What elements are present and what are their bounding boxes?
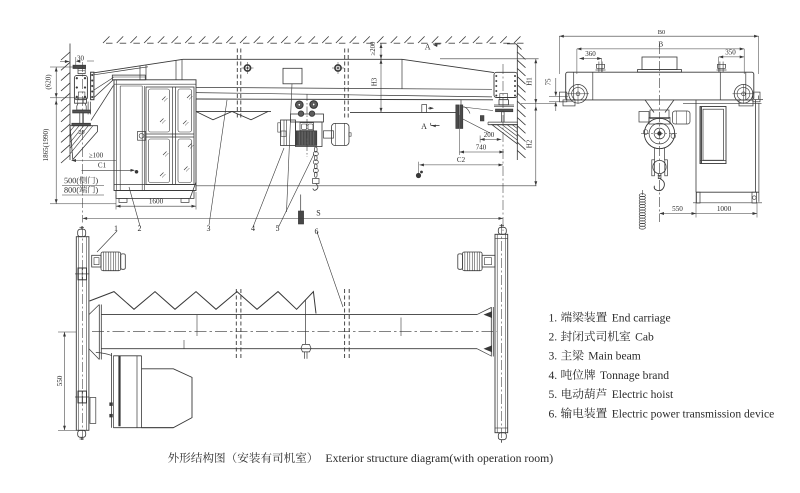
svg-text:1000: 1000 <box>717 205 732 213</box>
svg-text:30: 30 <box>77 55 85 63</box>
svg-text:1.: 1. <box>549 311 558 324</box>
svg-text:4.: 4. <box>549 369 558 382</box>
svg-text:1865(1990): 1865(1990) <box>42 128 50 161</box>
svg-text:550: 550 <box>56 375 64 386</box>
svg-text:Main beam: Main beam <box>588 350 640 363</box>
svg-text:550: 550 <box>672 205 683 213</box>
svg-text:B: B <box>658 40 663 48</box>
svg-text:1600: 1600 <box>149 197 164 205</box>
svg-text:Electric power transmission de: Electric power transmission device <box>612 407 775 420</box>
svg-text:4: 4 <box>251 224 255 233</box>
svg-text:5.: 5. <box>549 388 558 401</box>
svg-text:2.: 2. <box>549 331 558 344</box>
svg-text:C1: C1 <box>98 162 107 170</box>
svg-text:Tonnage brand: Tonnage brand <box>600 369 669 382</box>
svg-text:Exterior structure diagram(wit: Exterior structure diagram(with operatio… <box>325 452 553 465</box>
svg-text:350: 350 <box>725 48 736 56</box>
svg-text:H1: H1 <box>526 77 534 86</box>
svg-text:3: 3 <box>207 224 211 233</box>
svg-text:C2: C2 <box>457 156 466 164</box>
svg-text:6: 6 <box>315 227 319 236</box>
svg-text:360: 360 <box>585 50 596 58</box>
svg-text:≥100: ≥100 <box>89 152 104 160</box>
svg-text:(620): (620) <box>45 74 53 90</box>
svg-text:H3: H3 <box>371 77 379 86</box>
svg-text:6.: 6. <box>549 407 558 420</box>
svg-text:A: A <box>421 122 427 131</box>
svg-text:740: 740 <box>476 144 487 152</box>
svg-text:Cab: Cab <box>635 331 654 344</box>
svg-text:End carriage: End carriage <box>612 311 671 324</box>
svg-text:S: S <box>316 209 320 218</box>
svg-text:≥200: ≥200 <box>370 41 377 56</box>
svg-text:H2: H2 <box>526 139 534 148</box>
svg-text:200: 200 <box>484 131 495 139</box>
svg-text:A: A <box>425 43 431 52</box>
svg-text:1: 1 <box>114 224 118 233</box>
svg-text:Electric hoist: Electric hoist <box>612 388 674 401</box>
svg-text:5: 5 <box>276 224 280 233</box>
svg-text:75: 75 <box>545 78 553 86</box>
svg-text:2: 2 <box>138 224 142 233</box>
svg-text:B0: B0 <box>658 29 665 36</box>
svg-text:20: 20 <box>78 129 84 136</box>
svg-text:3.: 3. <box>549 350 558 363</box>
